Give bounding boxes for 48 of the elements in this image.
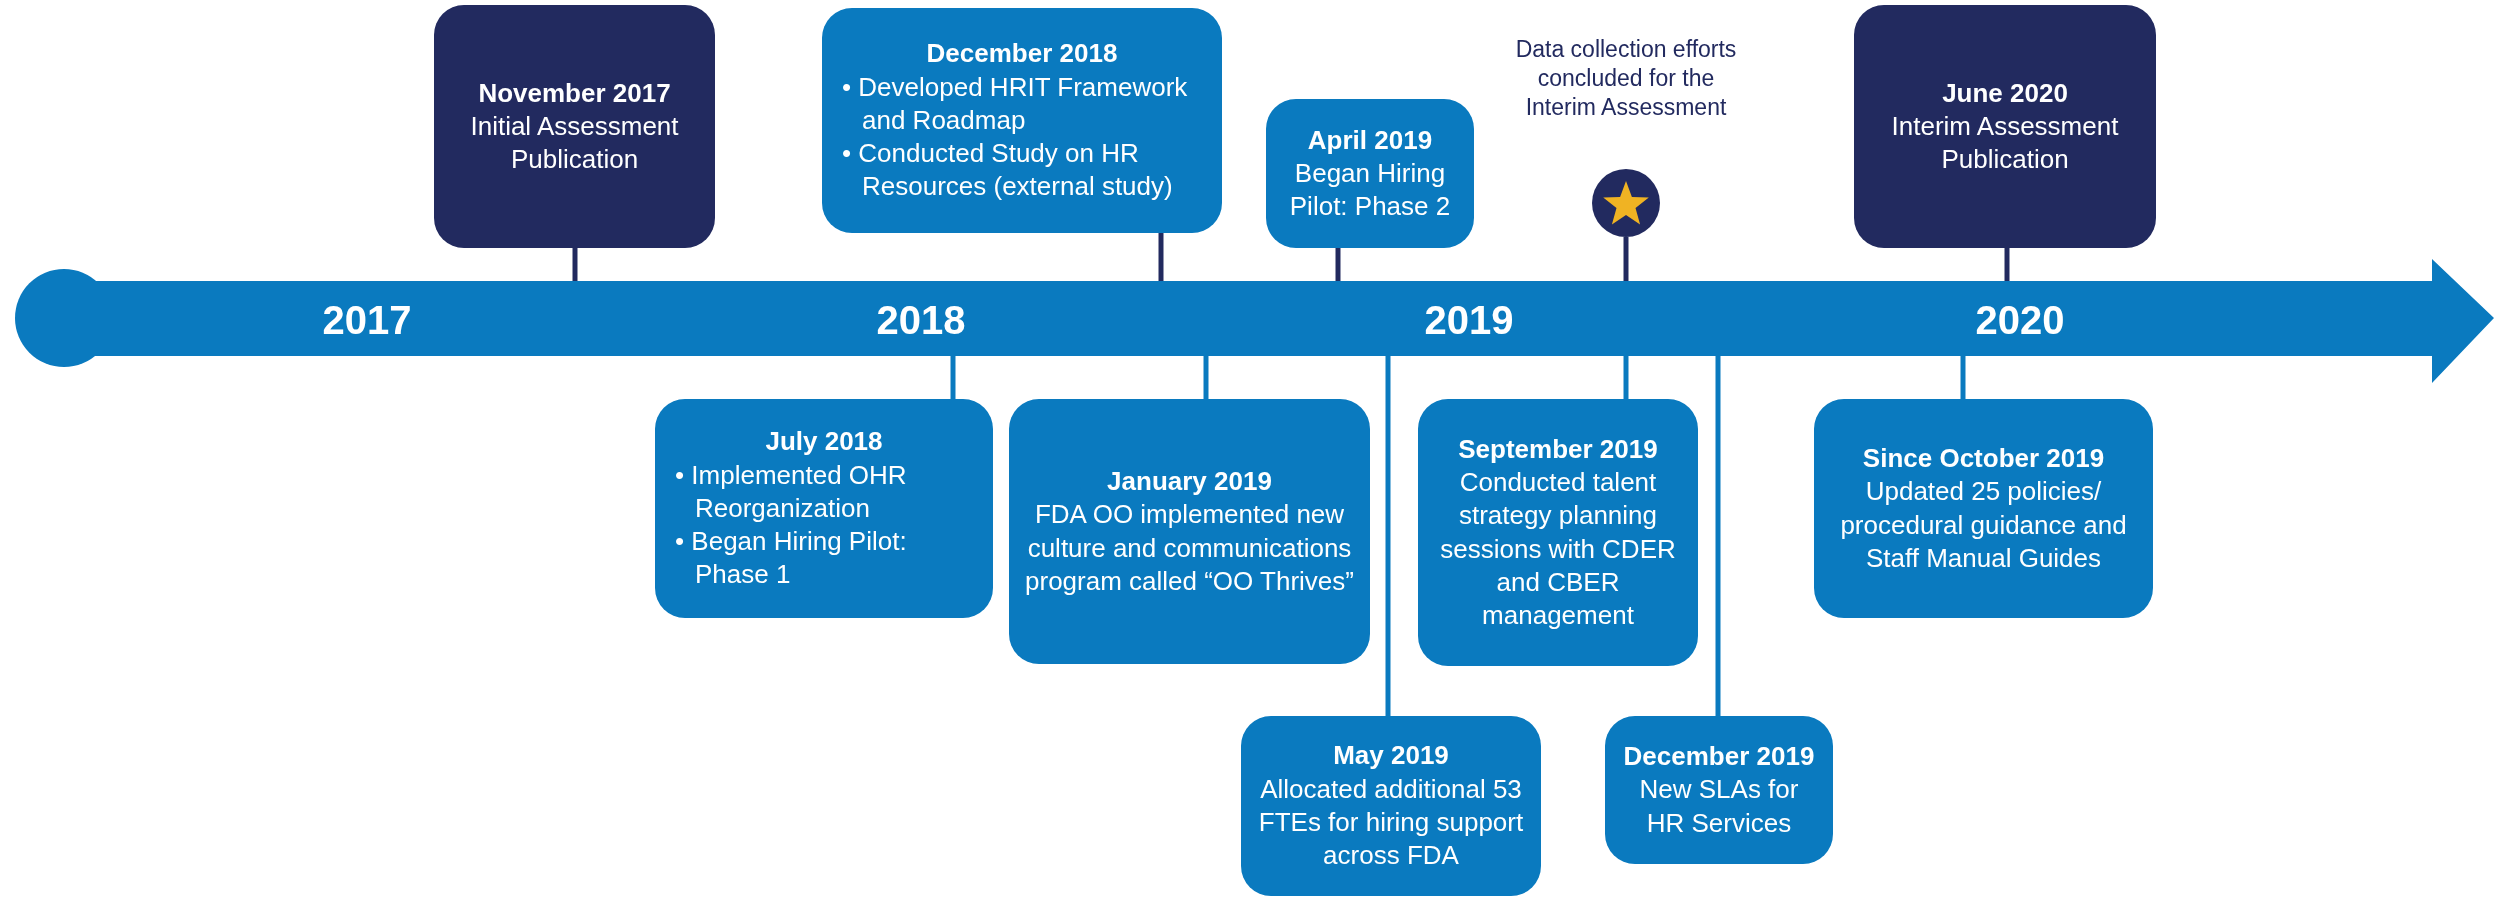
bullet-item: • Developed HRIT Framework and Roadmap — [841, 70, 1189, 137]
bullet-item: • Began Hiring Pilot: Phase 1 — [674, 525, 908, 592]
event-text: Began Hiring Pilot: Phase 2 — [1288, 156, 1452, 224]
event-box — [655, 399, 993, 618]
connector-line — [950, 356, 956, 399]
event-box — [1418, 399, 1698, 666]
event-text: New SLAs for HR Services — [1638, 773, 1800, 840]
connector-line — [1623, 356, 1629, 399]
event-box — [434, 5, 715, 248]
event-text: Initial Assessment Publication — [469, 109, 680, 177]
event-box — [822, 8, 1222, 233]
event-date: November 2017 — [478, 76, 671, 110]
connector-line — [572, 248, 578, 281]
event-date: September 2019 — [1458, 432, 1658, 466]
year-label: 2019 — [1424, 297, 1514, 343]
event-text: FDA OO implemented new culture and communications program called “OO Thrives” — [1025, 498, 1354, 598]
connector-line — [1385, 356, 1391, 716]
year-label: 2018 — [876, 297, 966, 343]
event-text: Interim Assessment Publication — [1890, 109, 2120, 177]
event-date: January 2019 — [1107, 464, 1272, 498]
annotation-text: Data collection efforts concluded for the Interim Assessment — [1514, 35, 1738, 122]
event-date: April 2019 — [1307, 123, 1433, 157]
connector-line — [1335, 248, 1341, 281]
event-text: Allocated additional 53 FTEs for hiring support across FDA — [1257, 772, 1525, 873]
event-date: July 2018 — [765, 425, 883, 459]
event-date: December 2018 — [926, 37, 1118, 71]
event-box — [1605, 716, 1833, 864]
event-box — [1009, 399, 1370, 664]
connector-line — [2004, 248, 2010, 281]
event-date: May 2019 — [1333, 739, 1449, 773]
connector-line — [1203, 356, 1209, 399]
bullet-item: • Implemented OHR Reorganization — [674, 458, 908, 525]
event-text: Conducted talent strategy planning sessions with CDER and CBER management — [1439, 465, 1677, 633]
year-label: 2020 — [1975, 297, 2065, 343]
event-box — [1241, 716, 1541, 896]
bullet-item: • Conducted Study on HR Resources (external study) — [841, 137, 1174, 204]
connector-line — [1715, 356, 1721, 716]
event-box — [1266, 99, 1474, 248]
event-date: December 2019 — [1623, 740, 1815, 774]
event-box — [1814, 399, 2153, 618]
connector-line — [1960, 356, 1966, 399]
year-label: 2017 — [322, 297, 412, 343]
event-date: June 2020 — [1942, 76, 2068, 110]
connector-line — [1623, 237, 1629, 281]
event-date: Since October 2019 — [1862, 441, 2105, 475]
event-text: Updated 25 policies/ procedural guidance and Staff Manual Guides — [1839, 475, 2128, 575]
connector-line — [1158, 233, 1164, 281]
event-box — [1854, 5, 2156, 248]
